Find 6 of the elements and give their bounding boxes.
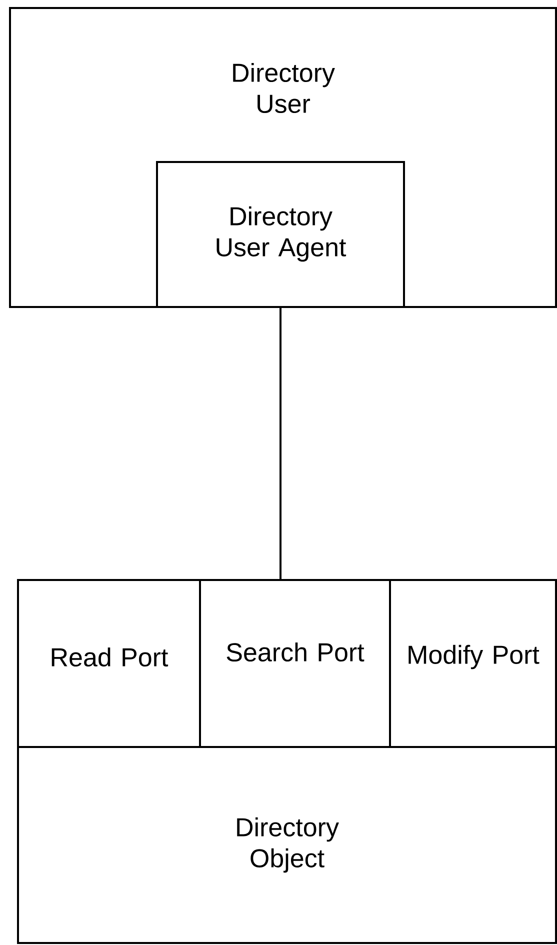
port-box: Modify Port: [389, 579, 557, 748]
port-box: Search Port: [199, 579, 391, 748]
connector-line: [280, 308, 282, 579]
object-box: Directory Object: [17, 746, 557, 944]
port-box: Read Port: [17, 579, 201, 748]
agent-box: Directory User Agent: [156, 161, 405, 308]
